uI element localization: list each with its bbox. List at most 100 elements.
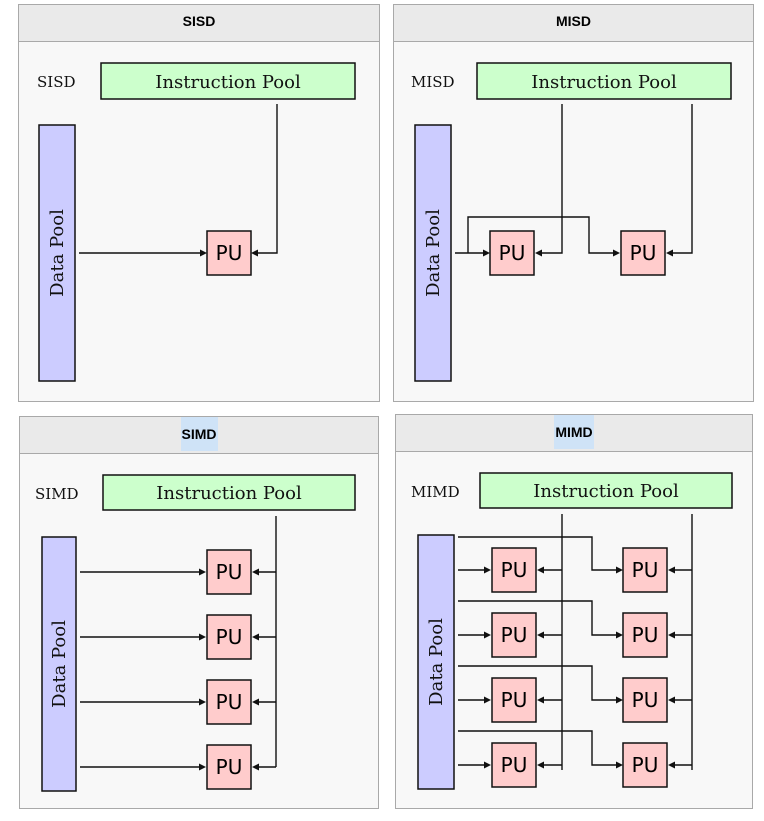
instruction-line-1 xyxy=(541,104,563,254)
pu-box xyxy=(491,677,537,723)
data-forward-line xyxy=(458,665,617,701)
instruction-pool-box xyxy=(479,472,733,509)
arrowhead xyxy=(251,249,258,257)
pu-box xyxy=(206,744,252,790)
pu-label: PU xyxy=(216,690,243,714)
instruction-pool-label: Instruction Pool xyxy=(533,481,679,502)
mimd-panel-header: MIMD xyxy=(396,415,752,452)
mimd-title: MIMD xyxy=(554,415,594,449)
sisd-title: SISD xyxy=(182,13,216,29)
simd-tag: SIMD xyxy=(35,485,79,503)
arrowhead xyxy=(484,761,491,769)
pu-box xyxy=(206,230,252,276)
pu-label: PU xyxy=(501,688,528,712)
pu-label: PU xyxy=(216,755,243,779)
misd-tag: MISD xyxy=(411,73,455,91)
pu-box xyxy=(491,612,537,658)
sisd-diagram: SISD Instruction Pool Data Pool PU xyxy=(37,62,356,382)
instruction-pool-label: Instruction Pool xyxy=(531,72,677,93)
data-pool-box xyxy=(38,124,76,382)
arrowhead xyxy=(200,249,207,257)
arrowhead xyxy=(616,631,623,639)
arrowhead xyxy=(668,631,675,639)
pu-box xyxy=(491,547,537,593)
instruction-line-2 xyxy=(672,104,693,254)
arrowhead xyxy=(252,763,259,771)
pu-label: PU xyxy=(216,560,243,584)
arrowhead xyxy=(666,249,673,257)
simd-diagram: SIMD Instruction Pool Data Pool PU PU PU… xyxy=(35,474,356,792)
data-forward-line xyxy=(467,216,614,254)
instruction-line xyxy=(257,104,278,254)
instruction-pool-box xyxy=(476,62,732,100)
arrowhead xyxy=(252,633,259,641)
arrowhead xyxy=(199,633,206,641)
pu-box xyxy=(206,614,252,660)
pu-label: PU xyxy=(630,241,657,265)
pu-box xyxy=(622,612,668,658)
data-pool-label: Data Pool xyxy=(426,618,447,706)
data-pool-label: Data Pool xyxy=(47,209,68,297)
arrowhead xyxy=(484,566,491,574)
arrowhead xyxy=(537,631,544,639)
mimd-tag: MIMD xyxy=(411,483,460,501)
pu-label: PU xyxy=(501,558,528,582)
misd-title: MISD xyxy=(556,13,591,29)
simd-title: SIMD xyxy=(180,417,218,451)
misd-diagram: MISD Instruction Pool Data Pool PU PU xyxy=(411,62,732,382)
sisd-tag: SISD xyxy=(37,73,76,91)
arrowhead xyxy=(483,249,490,257)
pu-label: PU xyxy=(499,241,526,265)
data-pool-box xyxy=(417,534,455,790)
arrowhead xyxy=(668,696,675,704)
pu-box xyxy=(620,230,666,276)
mimd-diagram: MIMD Instruction Pool Data Pool PU PU PU… xyxy=(411,472,733,790)
data-pool-label: Data Pool xyxy=(423,209,444,297)
data-pool-box xyxy=(41,536,77,792)
arrowhead xyxy=(537,566,544,574)
arrowhead xyxy=(199,568,206,576)
pu-box xyxy=(622,547,668,593)
arrowhead xyxy=(668,566,675,574)
data-pool-label: Data Pool xyxy=(49,620,70,708)
arrowhead xyxy=(484,696,491,704)
pu-label: PU xyxy=(216,625,243,649)
pu-label: PU xyxy=(632,753,659,777)
arrowhead xyxy=(616,761,623,769)
sisd-panel-header: SISD xyxy=(19,5,379,42)
misd-panel: MISD MISD Instruction Pool Data Pool PU … xyxy=(393,4,754,402)
arrowhead xyxy=(252,568,259,576)
arrowhead xyxy=(537,761,544,769)
pu-box xyxy=(622,677,668,723)
pu-label: PU xyxy=(501,623,528,647)
pu-box xyxy=(206,679,252,725)
arrowhead xyxy=(537,696,544,704)
sisd-panel: SISD SISD Instruction Pool Data Pool PU xyxy=(18,4,380,402)
pu-label: PU xyxy=(632,623,659,647)
arrowhead xyxy=(199,698,206,706)
instruction-pool-box xyxy=(100,62,356,100)
data-forward-line xyxy=(458,536,617,571)
pu-label: PU xyxy=(501,753,528,777)
pu-label: PU xyxy=(632,558,659,582)
simd-panel: SIMD SIMD Instruction Pool Data Pool PU … xyxy=(19,416,379,809)
simd-panel-header: SIMD xyxy=(20,417,378,454)
pu-box xyxy=(206,549,252,595)
arrowhead xyxy=(616,566,623,574)
pu-box xyxy=(622,742,668,788)
misd-panel-header: MISD xyxy=(394,5,753,42)
arrowhead xyxy=(252,698,259,706)
instruction-pool-box xyxy=(102,474,356,511)
pu-label: PU xyxy=(216,241,243,265)
instruction-pool-label: Instruction Pool xyxy=(155,72,301,93)
data-pool-box xyxy=(414,124,452,382)
arrowhead xyxy=(535,249,542,257)
pu-box xyxy=(489,230,535,276)
arrowhead xyxy=(613,249,620,257)
mimd-panel: MIMD MIMD Instruction Pool Data Pool PU … xyxy=(395,414,753,809)
arrowhead xyxy=(616,696,623,704)
pu-label: PU xyxy=(632,688,659,712)
pu-box xyxy=(491,742,537,788)
arrowhead xyxy=(199,763,206,771)
arrowhead xyxy=(484,631,491,639)
